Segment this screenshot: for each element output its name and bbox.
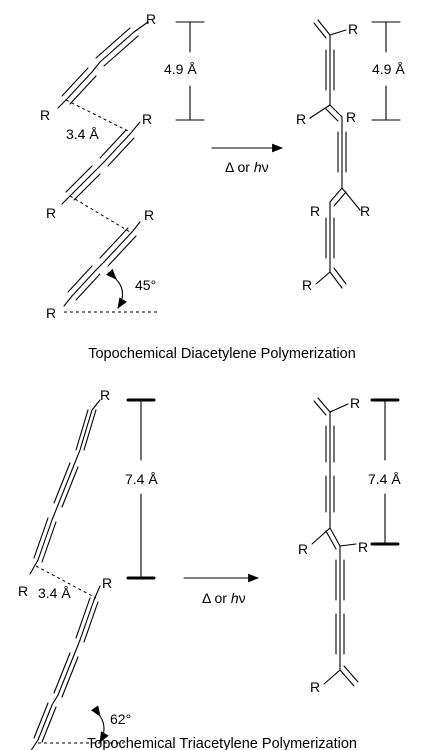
r-label: R <box>298 541 308 557</box>
r-label: R <box>348 21 358 37</box>
diacetylene-reaction-arrow: Δ or hν <box>211 143 284 175</box>
r-label: R <box>360 203 370 219</box>
diacetylene-monomer-repeat-bracket: 4.9 Å <box>164 21 205 121</box>
repeat-distance-label: 7.4 Å <box>125 471 158 487</box>
r-label: R <box>350 395 360 411</box>
stacking-contact-1 <box>35 565 97 599</box>
repeat-distance-label: 4.9 Å <box>164 61 197 77</box>
reaction-condition: Δ or hν <box>225 159 269 175</box>
triacetylene-caption: Topochemical Triacetylene Polymerization <box>87 736 357 750</box>
r-label: R <box>346 109 356 125</box>
r-label: R <box>40 107 50 123</box>
triacetylene-monomer-1 <box>29 399 101 575</box>
diacetylene-monomer-2 <box>61 121 141 205</box>
diacetylene-monomer-3 <box>63 221 141 307</box>
repeat-distance-label: 7.4 Å <box>368 471 401 487</box>
polytriacetylene: R R R R <box>298 395 368 695</box>
r-label: R <box>302 277 312 293</box>
triacetylene-monomer-2 <box>30 585 101 750</box>
triacetylene-polymer-repeat-bracket: 7.4 Å <box>368 398 401 546</box>
r-label: R <box>310 679 320 695</box>
diacetylene-monomer-stack: R R R R R R 3.4 Å 45° <box>40 11 158 321</box>
stacking-contact-2 <box>69 195 131 233</box>
diacetylene-polymer-repeat-bracket: 4.9 Å <box>371 21 405 121</box>
angle-label: 45° <box>135 277 156 293</box>
r-label: R <box>358 539 368 555</box>
stack-distance-label: 3.4 Å <box>66 126 99 142</box>
diacetylene-monomer-1 <box>57 21 149 109</box>
r-label: R <box>18 583 28 599</box>
polydiacetylene: R R R R R R <box>296 19 370 293</box>
angle-arc <box>90 705 109 743</box>
r-label: R <box>142 111 152 127</box>
triacetylene-reaction-arrow: Δ or hν <box>183 573 260 606</box>
diacetylene-caption: Topochemical Diacetylene Polymerization <box>88 346 356 362</box>
r-label: R <box>100 387 110 403</box>
r-label: R <box>146 11 156 27</box>
angle-arc <box>106 268 127 309</box>
r-label: R <box>310 203 320 219</box>
r-label: R <box>102 575 112 591</box>
triacetylene-monomer-stack: R R R 3.4 Å 62° <box>18 387 131 750</box>
repeat-distance-label: 4.9 Å <box>372 61 405 77</box>
reaction-condition: Δ or hν <box>202 590 246 606</box>
r-label: R <box>144 207 154 223</box>
r-label: R <box>296 111 306 127</box>
angle-label: 62° <box>110 711 131 727</box>
stack-distance-label: 3.4 Å <box>38 585 71 601</box>
r-label: R <box>46 205 56 221</box>
r-label: R <box>46 305 56 321</box>
triacetylene-monomer-repeat-bracket: 7.4 Å <box>125 398 158 580</box>
